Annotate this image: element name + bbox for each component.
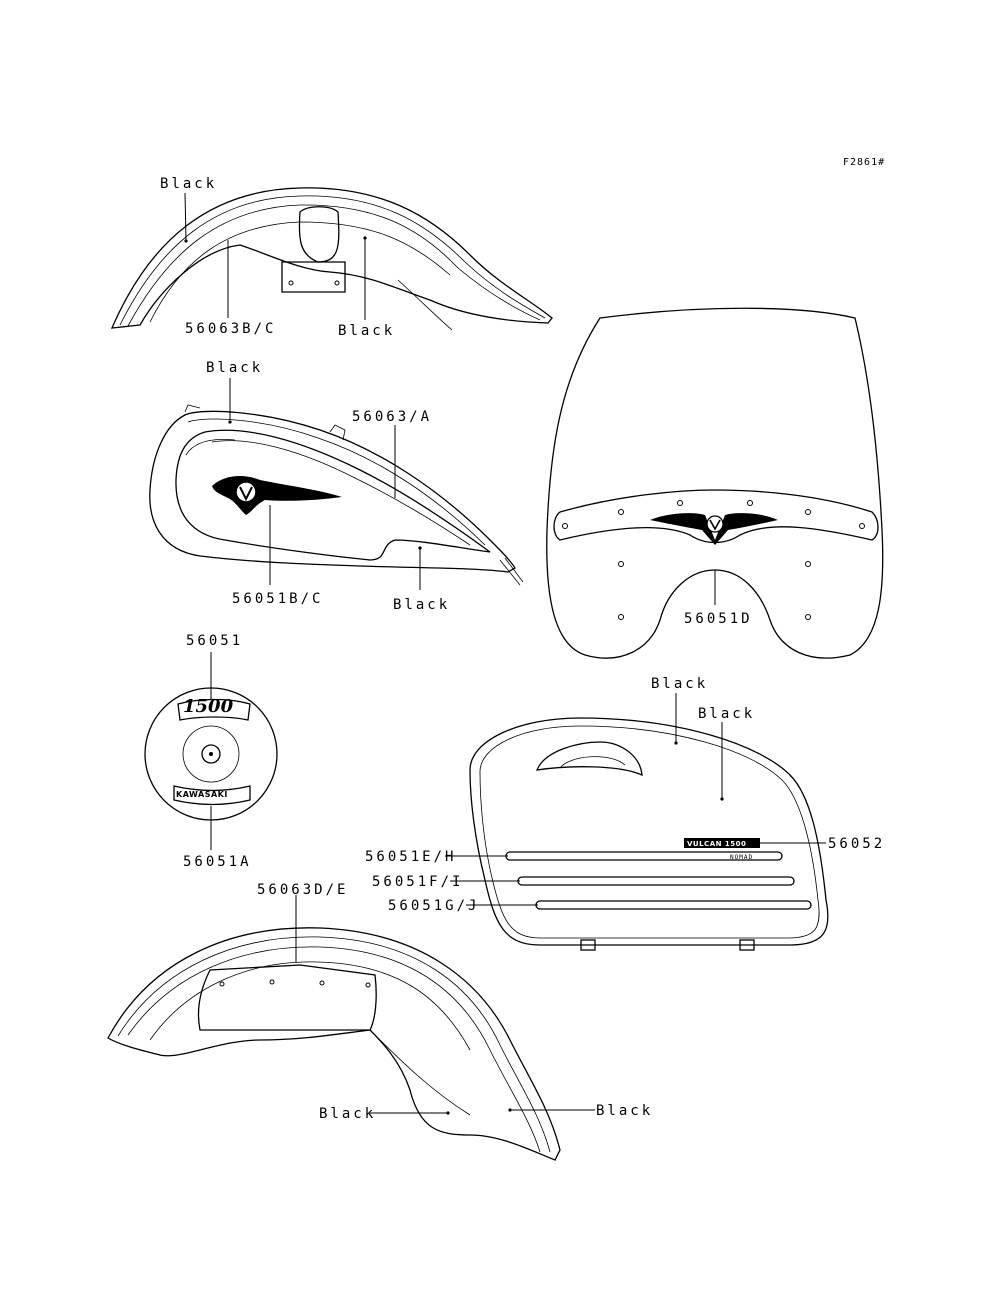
front-fender-black-left-label: Black xyxy=(319,1106,376,1122)
side-cover-kawasaki-text: KAWASAKI xyxy=(176,790,228,799)
rear-fender-top xyxy=(110,187,553,331)
front-fender xyxy=(107,895,595,1161)
rear-fender-black-right-label: Black xyxy=(338,323,395,339)
windshield xyxy=(546,307,884,659)
fuel-tank-emblem-part-label: 56051B/C xyxy=(232,591,323,607)
saddlebag-stripe-3-label: 56051G/J xyxy=(388,898,479,914)
side-cover-logo-text: 1500 xyxy=(183,696,234,717)
saddlebag-stripe-1-label: 56051E/H xyxy=(365,849,456,865)
saddlebag-black-2-label: Black xyxy=(698,706,755,722)
fuel-tank-black-bottom-label: Black xyxy=(393,597,450,613)
fuel-tank xyxy=(149,378,524,590)
rear-fender-part-label: 56063B/C xyxy=(185,321,276,337)
side-cover-bottom-part-label: 56051A xyxy=(183,854,252,870)
saddlebag-badge-sub: NOMAD xyxy=(730,854,753,861)
front-fender-black-right-label: Black xyxy=(596,1103,653,1119)
side-cover xyxy=(144,652,278,850)
saddlebag-badge-part-label: 56052 xyxy=(828,836,885,852)
saddlebag: VULCAN 1500 NOMAD xyxy=(445,693,829,951)
figure-code: F2861# xyxy=(843,157,885,168)
fuel-tank-black-top-label: Black xyxy=(206,360,263,376)
rear-fender-black-left-label: Black xyxy=(160,176,217,192)
windshield-part-label: 56051D xyxy=(684,611,753,627)
fuel-tank-part-top-label: 56063/A xyxy=(352,409,432,425)
saddlebag-badge-text: VULCAN 1500 xyxy=(687,840,746,848)
saddlebag-black-1-label: Black xyxy=(651,676,708,692)
front-fender-part-label: 56063D/E xyxy=(257,882,348,898)
saddlebag-stripe-2-label: 56051F/I xyxy=(372,874,463,890)
side-cover-part-label: 56051 xyxy=(186,633,243,649)
